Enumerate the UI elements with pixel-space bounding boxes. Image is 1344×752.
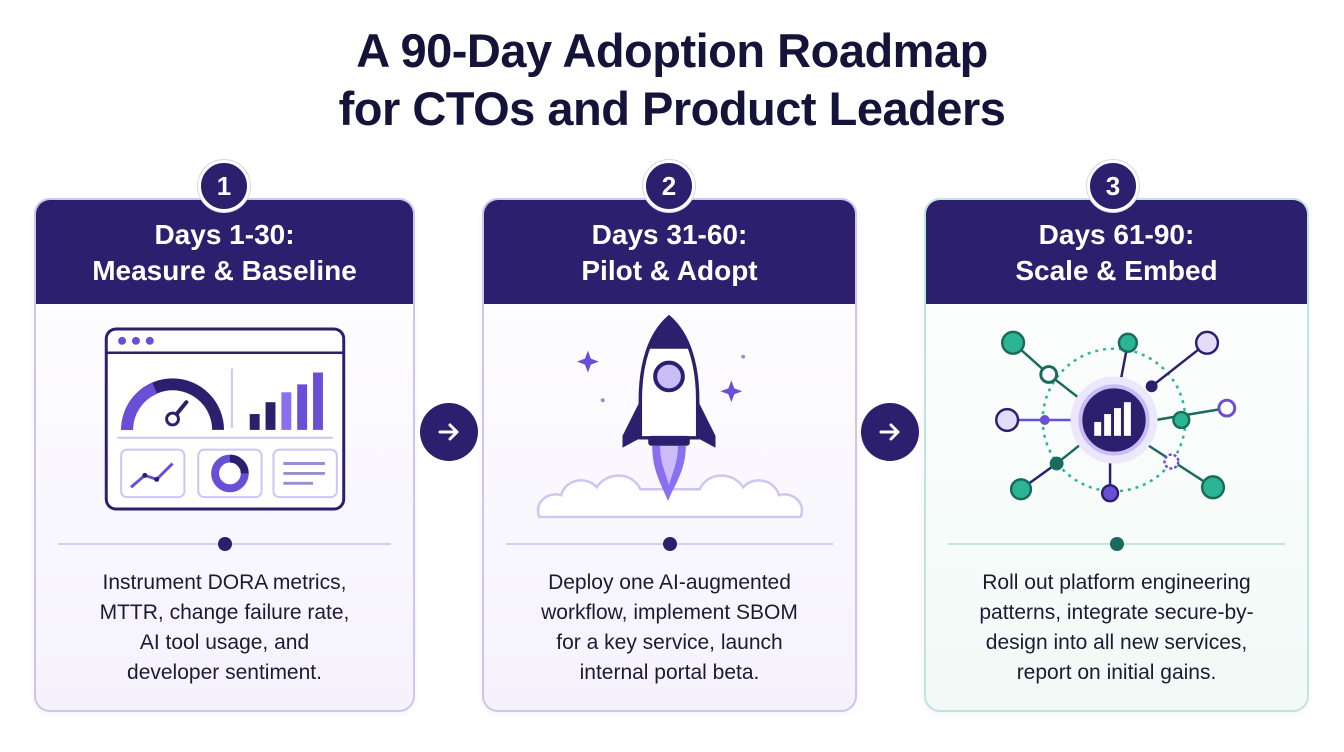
phase-card-1: Days 1-30: Measure & Baseline (34, 198, 415, 712)
step-badge-2: 2 (643, 160, 695, 212)
description-line: for a key service, launch (556, 631, 783, 654)
card-divider (506, 537, 833, 551)
page-title-line-1: A 90-Day Adoption Roadmap (356, 24, 988, 77)
card-divider (58, 537, 391, 551)
phase-card-3: Days 61-90: Scale & Embed (924, 198, 1309, 712)
description-line: workflow, implement SBOM (541, 601, 798, 624)
step-badge-1: 1 (198, 160, 250, 212)
phase-name: Pilot & Adopt (581, 255, 758, 286)
phase-card-header: Days 31-60: Pilot & Adopt (484, 200, 855, 304)
phase-description: Roll out platform engineering patterns, … (936, 568, 1297, 688)
card-divider (948, 537, 1285, 551)
phase-card-2: Days 31-60: Pilot & Adopt Deploy one AI-… (482, 198, 857, 712)
description-line: Deploy one AI-augmented (548, 571, 791, 594)
page-title-line-2: for CTOs and Product Leaders (338, 82, 1006, 135)
step-badge-3: 3 (1087, 160, 1139, 212)
description-line: patterns, integrate secure-by- (979, 601, 1254, 624)
description-line: design into all new services, (985, 631, 1248, 654)
network-icon (995, 330, 1237, 503)
description-line: internal portal beta. (579, 661, 760, 684)
phase-days: Days 1-30: (154, 219, 295, 250)
description-line: Instrument DORA metrics, (102, 571, 347, 594)
phase-name: Measure & Baseline (92, 255, 357, 286)
phase-days: Days 31-60: (591, 219, 748, 250)
next-arrow-icon (420, 403, 478, 461)
description-line: Roll out platform engineering (982, 571, 1251, 594)
phase-days: Days 61-90: (1038, 219, 1195, 250)
phase-card-header: Days 1-30: Measure & Baseline (36, 200, 413, 304)
phase-name: Scale & Embed (1015, 255, 1218, 286)
description-line: AI tool usage, and (139, 631, 310, 654)
description-line: report on initial gains. (1016, 661, 1217, 684)
dashboard-icon (104, 327, 346, 511)
description-line: MTTR, change failure rate, (99, 601, 350, 624)
phase-card-header: Days 61-90: Scale & Embed (926, 200, 1307, 304)
description-line: developer sentiment. (127, 661, 322, 684)
phase-description: Instrument DORA metrics, MTTR, change fa… (46, 568, 403, 688)
arrow-right-icon (438, 423, 459, 441)
next-arrow-icon (861, 403, 919, 461)
phase-description: Deploy one AI-augmented workflow, implem… (494, 568, 845, 688)
arrow-right-icon (879, 423, 900, 441)
page-title: A 90-Day Adoption Roadmap for CTOs and P… (0, 22, 1344, 138)
rocket-icon (536, 314, 804, 519)
